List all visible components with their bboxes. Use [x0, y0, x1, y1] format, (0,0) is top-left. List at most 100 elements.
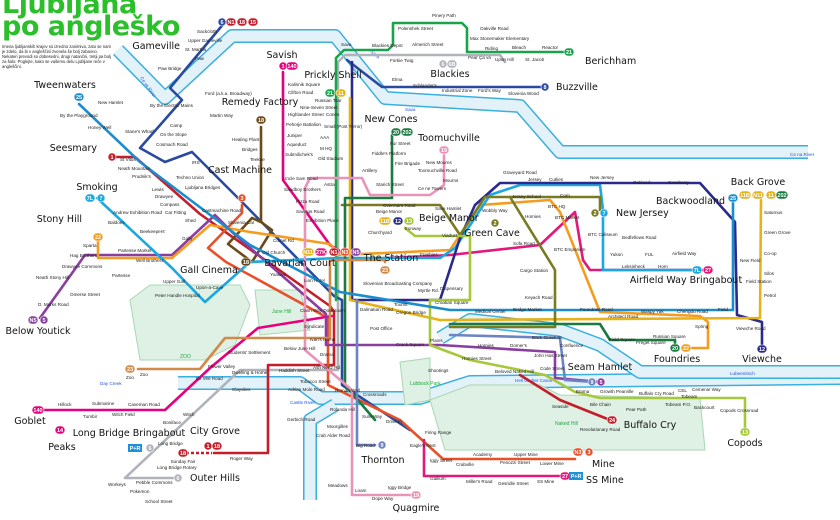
station-label[interactable]: Upper Gall [163, 279, 185, 284]
station-label[interactable]: Buffalo Cry Road [639, 391, 674, 396]
station-label[interactable]: Lower Mine [540, 461, 564, 466]
station-label[interactable]: Slovenia Car [228, 220, 255, 225]
station-label[interactable]: Healing Plant [232, 137, 260, 142]
station-label[interactable]: Seaside [552, 404, 569, 409]
station-label[interactable]: Gally [182, 236, 193, 241]
station-label[interactable]: Fire Brigade [395, 161, 420, 166]
station-label[interactable]: Flower Valley [208, 364, 236, 369]
station-label[interactable]: Jersey [528, 177, 542, 182]
station-label[interactable]: St. Martha [185, 47, 207, 52]
station-label[interactable]: Dwelling & Home [232, 370, 268, 375]
station-label[interactable]: Old Church [262, 250, 286, 255]
station-label[interactable]: Pear Path [626, 407, 647, 412]
station-label[interactable]: Clash Way Downtown [300, 308, 345, 313]
station-label[interactable]: Astra [324, 182, 335, 187]
station-label[interactable]: Hornies [478, 343, 495, 348]
station-label[interactable]: Omerse Street [70, 292, 101, 297]
station-label[interactable]: Pearville [616, 389, 634, 394]
station-label[interactable]: Ironway [405, 226, 422, 231]
station-label[interactable]: Upon Hill [495, 57, 514, 62]
station-label[interactable]: Ce ne Towers [418, 186, 447, 191]
station-label[interactable]: SS Mine [537, 479, 555, 484]
station-label[interactable]: Oregon Bridge [396, 310, 426, 315]
station-label[interactable]: Slovenia Wood [508, 91, 539, 96]
station-label[interactable]: Yukon [610, 252, 623, 257]
station-label[interactable]: Corn [560, 193, 570, 198]
station-label[interactable]: Old Stadium [318, 156, 343, 161]
station-label[interactable]: Ivan's Home [310, 337, 336, 342]
station-label[interactable]: Shootings [428, 368, 449, 373]
station-label[interactable]: Beekeepers' [140, 229, 166, 234]
station-label[interactable]: BTC Market [555, 215, 580, 220]
station-label[interactable]: New Hamlet [98, 100, 124, 105]
station-label[interactable]: Starich Street [376, 182, 405, 187]
station-label[interactable]: Sansberry [668, 180, 690, 185]
station-label[interactable]: Cemenie Way [692, 387, 721, 392]
station-label[interactable]: Savings Road [296, 209, 325, 214]
station-label[interactable]: Slovenian Broadcasting Company [363, 281, 433, 286]
station-label[interactable]: Waspy Yak [641, 309, 664, 314]
station-label[interactable]: Hag Brothers [70, 253, 98, 258]
station-label[interactable]: Artillery [362, 168, 378, 173]
station-label[interactable]: Bleach [512, 45, 526, 50]
station-label[interactable]: Ljubljana Bridges [185, 185, 221, 190]
station-label[interactable]: Field Square [609, 337, 635, 342]
station-label[interactable]: Freshies [420, 252, 438, 257]
station-label[interactable]: Chengdu Road [677, 309, 708, 314]
station-label[interactable]: Gesridle Street [498, 481, 529, 486]
station-label[interactable]: Silos [764, 271, 775, 276]
station-label[interactable]: Beige Manor [376, 209, 403, 214]
station-label[interactable]: Adrian Mole Road [288, 387, 325, 392]
station-label[interactable]: Backcourt [694, 405, 715, 410]
station-label[interactable]: Boniface [163, 420, 181, 425]
station-label[interactable]: Paw Bridge [158, 66, 182, 71]
station-label[interactable]: Sparta [83, 243, 97, 248]
station-label[interactable]: St. Jacob [525, 57, 545, 62]
station-label[interactable]: Pebble Commons [136, 480, 173, 485]
station-label[interactable]: Students' Settlement [228, 350, 271, 355]
station-label[interactable]: Blackies Depot [372, 43, 403, 48]
station-label[interactable]: AAA [320, 135, 330, 140]
station-label[interactable]: Hillock [58, 402, 72, 407]
station-label[interactable]: Bile Chain [590, 402, 611, 407]
station-label[interactable]: Leksinheck [622, 264, 646, 269]
station-label[interactable]: Fur Street [390, 141, 411, 146]
station-label[interactable]: Dispensary [440, 286, 464, 291]
station-label[interactable]: Zoo [140, 372, 148, 377]
station-label[interactable]: Iggy Bridge [388, 485, 412, 490]
station-label[interactable]: Elma [392, 77, 403, 82]
station-label[interactable]: Saturnus [764, 210, 783, 215]
station-label[interactable]: New Jersey [590, 175, 615, 180]
station-label[interactable]: Hornies Street [462, 356, 492, 361]
station-label[interactable]: Oakville Road [480, 26, 509, 31]
station-label[interactable]: Iggy Street [430, 458, 453, 463]
station-label[interactable]: Cones [326, 112, 340, 117]
station-label[interactable]: Drawyee [155, 194, 174, 199]
station-label[interactable]: Caveman Road [128, 402, 160, 407]
station-label[interactable]: Keyach Road [525, 295, 553, 300]
station-label[interactable]: Emma [576, 389, 590, 394]
station-label[interactable]: Camp [170, 123, 183, 128]
station-label[interactable]: Russian Square [653, 334, 686, 339]
station-label[interactable]: Neath Mountain [118, 166, 151, 171]
station-label[interactable]: St Vitus [120, 157, 136, 162]
station-label[interactable]: Andrew Exhibition Road [113, 210, 162, 215]
station-label[interactable]: Penozzi Street [500, 460, 531, 465]
station-label[interactable]: Honey Well [88, 125, 111, 130]
station-label[interactable]: Techno Union [176, 175, 205, 180]
station-label[interactable]: Field Station [746, 279, 772, 284]
